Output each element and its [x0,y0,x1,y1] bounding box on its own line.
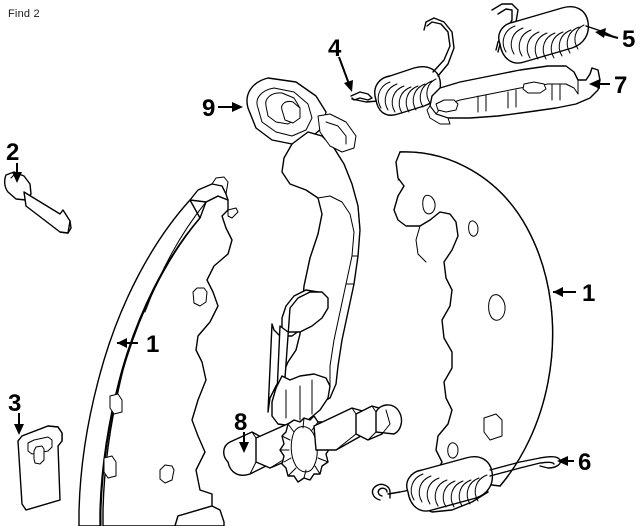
part-parking-brake-lever [246,77,361,427]
part-return-spring-upper [350,17,455,116]
part-pin-bolt [3,171,72,234]
callout-4-label: 4 [328,35,342,62]
callout-9-label: 9 [202,95,215,122]
callout-5: 5 [595,26,635,53]
callout-3: 3 [8,390,24,435]
part-adjuster-screw [223,404,403,483]
callout-3-label: 3 [8,390,21,417]
part-anchor-block [17,425,63,511]
callout-1-left-label: 1 [146,331,159,358]
callout-7: 7 [589,72,627,99]
callout-6-label: 6 [578,449,591,476]
callout-2-label: 2 [6,139,19,166]
part-strut-lever [426,65,601,125]
callout-1-right: 1 [553,280,595,307]
callout-4: 4 [328,35,353,92]
callout-6: 6 [557,449,591,476]
callout-7-label: 7 [614,72,627,99]
callout-8: 8 [234,409,249,453]
callout-9: 9 [202,95,243,122]
callout-2: 2 [6,139,22,183]
callout-1-right-label: 1 [582,280,595,307]
part-return-spring-lower [371,455,562,512]
callout-8-label: 8 [234,409,247,436]
callout-5-label: 5 [622,26,635,53]
find-label: Find 2 [8,8,40,20]
part-hold-down-spring [491,3,613,64]
part-brake-shoe-left [78,176,239,526]
callout-1-left: 1 [117,331,159,358]
